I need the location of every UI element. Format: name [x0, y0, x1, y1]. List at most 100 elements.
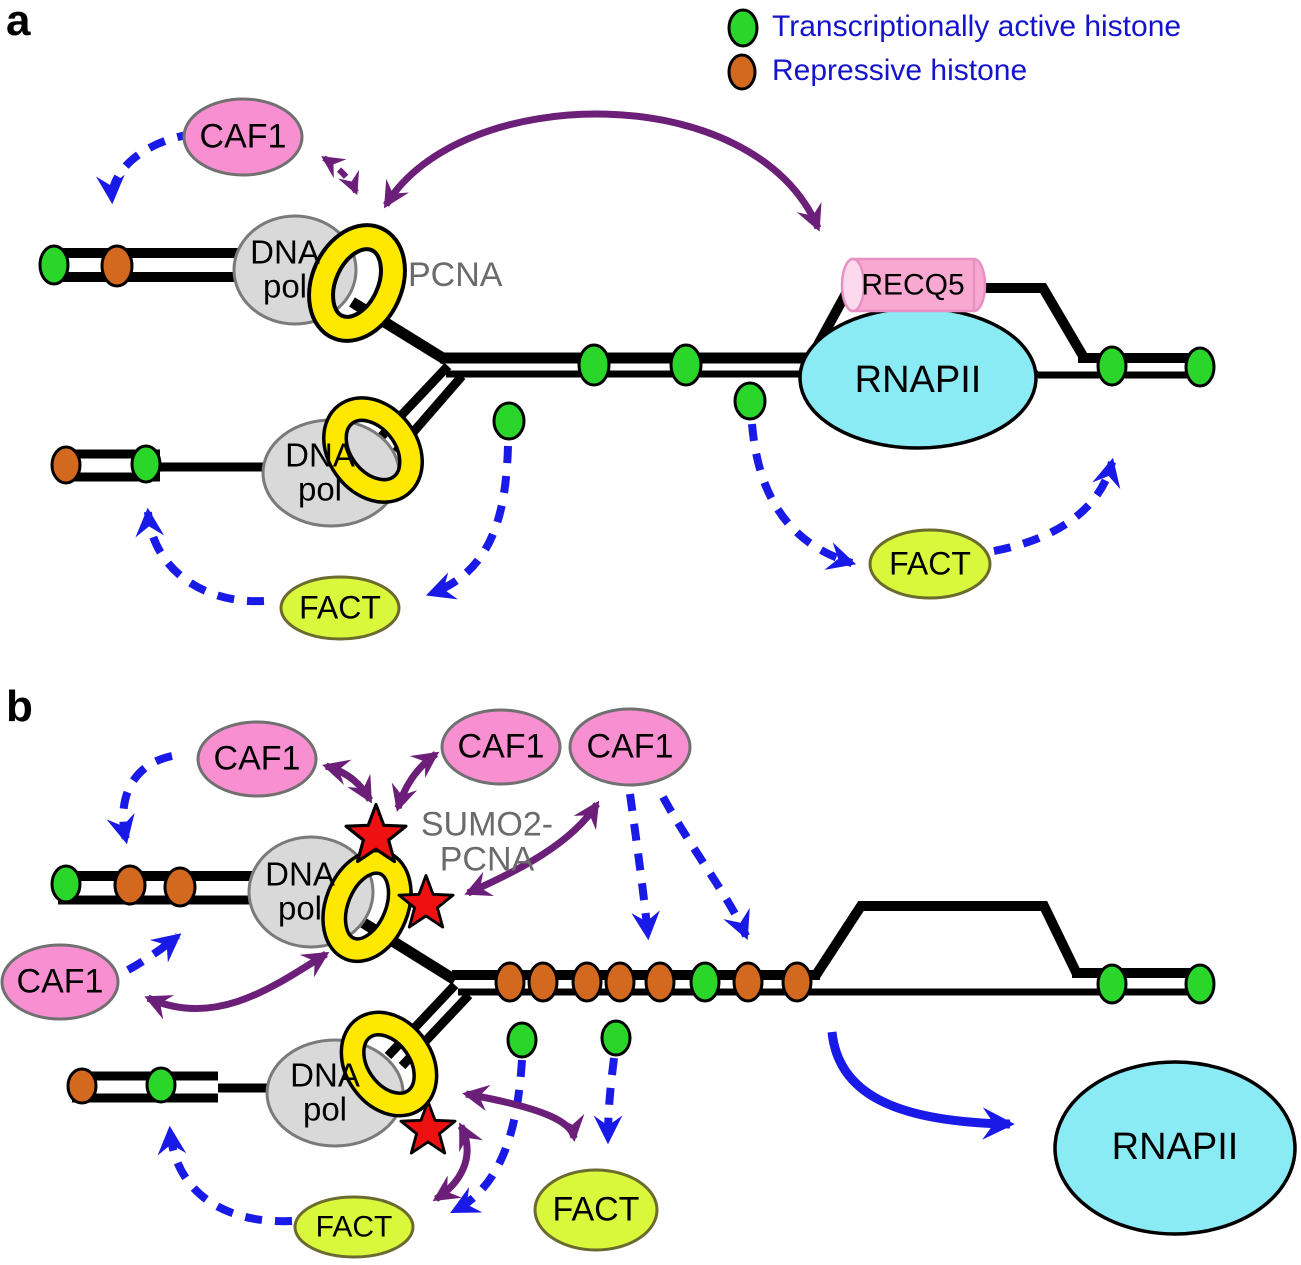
- caf1-label: CAF1: [16, 962, 104, 1001]
- fact-label: FACT: [315, 1210, 393, 1244]
- repressive-histone: [163, 866, 197, 908]
- blue-dashed-arrow-histone-to-fact-2: [593, 1057, 623, 1145]
- fact-protein: [293, 1195, 415, 1259]
- dna-pol-label: DNA pol: [265, 855, 335, 927]
- blue-dashed-arrow-caf1-up-b: [126, 932, 182, 974]
- dna-pol-line2: pol: [302, 1091, 348, 1128]
- dna-pol-line1: DNA: [250, 233, 320, 271]
- pcna-ring-sumo: [321, 848, 413, 964]
- panel-a-artwork: [38, 8, 1216, 641]
- repressive-histone: [527, 961, 559, 1003]
- purple-arrow-star-fact2: [462, 1084, 585, 1142]
- caf1-protein: [568, 707, 692, 787]
- repressive-histone: [644, 961, 676, 1003]
- blue-dashed-arrow-caf1-to-duplex-1: [626, 793, 660, 941]
- repressive-histone: [50, 445, 82, 485]
- repressive-histone: [571, 961, 603, 1003]
- rnapii-label: RNAPII: [854, 359, 982, 402]
- legend-repressive-histone-label: Repressive histone: [772, 54, 1028, 87]
- panel-a-label: a: [6, 0, 31, 45]
- active-histone: [669, 343, 703, 387]
- active-histone-evicted: [733, 381, 767, 421]
- caf1-label: CAF1: [457, 727, 545, 766]
- blue-dashed-arrow-caf1-to-leading-a: [96, 130, 195, 205]
- dna-pol-line1: DNA: [290, 1056, 360, 1094]
- pcna-ring: [322, 396, 424, 504]
- dna-pol-line2: pol: [277, 890, 323, 927]
- caf1-label: CAF1: [213, 739, 301, 778]
- pcna-label: PCNA: [408, 256, 503, 294]
- rnapii-protein: [1053, 1060, 1297, 1236]
- fact-label: FACT: [552, 1190, 640, 1229]
- sumo2-pcna-label: SUMO2- PCNA: [420, 805, 554, 879]
- panel-b-label: b: [6, 682, 33, 731]
- active-histone: [130, 444, 162, 484]
- active-histone: [1184, 963, 1216, 1005]
- active-histone: [689, 961, 721, 1003]
- active-histone-evicted: [506, 1021, 538, 1059]
- active-histone: [145, 1066, 177, 1104]
- dna-pol-line2: pol: [297, 471, 343, 508]
- fact-protein: [533, 1168, 659, 1252]
- caf1-label: CAF1: [586, 727, 674, 766]
- caf1-protein: [182, 97, 304, 177]
- legend-active-histone-swatch: [727, 8, 759, 48]
- caf1-protein: [440, 708, 562, 786]
- dna-pol-label: DNA pol: [250, 233, 320, 305]
- dna-pol-line1: DNA: [265, 855, 335, 893]
- purple-arrow-star-caf1: [464, 800, 600, 897]
- fact-label: FACT: [299, 589, 381, 626]
- sumo2-pcna-line2: PCNA: [439, 841, 535, 879]
- repressive-histone: [494, 961, 526, 1003]
- recq5-protein: [840, 257, 987, 313]
- caf1-label: CAF1: [199, 117, 287, 156]
- dna-pol-line1: DNA: [285, 436, 355, 474]
- active-histone: [38, 244, 70, 286]
- blue-dashed-arrow-caf1-to-duplex-2: [659, 795, 750, 940]
- active-histone: [1096, 963, 1128, 1005]
- active-histone: [50, 864, 82, 904]
- repressive-histone: [100, 244, 134, 288]
- blue-dashed-arrow-histone-to-fact-right-a: [748, 423, 857, 570]
- blue-dashed-arrow-fact-to-lagging-a: [135, 507, 265, 606]
- purple-arrow-pcna-recq5: [383, 110, 822, 232]
- active-histone: [1096, 345, 1128, 387]
- active-histone-evicted: [600, 1019, 632, 1057]
- blue-dashed-arrow-fact-to-transcribed-a: [993, 457, 1121, 555]
- sumo2-pcna-line1: SUMO2-: [420, 805, 554, 844]
- purple-arrow-star-fact1: [432, 1122, 483, 1202]
- purple-dashed-arrow-caf1-pcna-a: [321, 155, 360, 196]
- transcription-bubble-b: [811, 901, 1082, 978]
- dna-pol-line2: pol: [262, 268, 308, 305]
- panel-b-artwork: [0, 707, 1297, 1259]
- legend-repressive-histone-swatch: [727, 53, 757, 91]
- blue-arrow-to-rnapii: [827, 1031, 1015, 1140]
- purple-arrow-caf1-star1: [322, 759, 374, 804]
- pcna-ring-sumo: [339, 1010, 439, 1118]
- repressive-histone: [113, 864, 147, 906]
- blue-dashed-arrow-caf1-to-leading-b: [106, 752, 173, 845]
- blue-dashed-arrow-fact-to-lagging-b: [157, 1125, 293, 1226]
- fact-protein: [868, 528, 992, 600]
- dna-pol-label: DNA pol: [290, 1056, 360, 1128]
- pcna-ring: [307, 223, 407, 343]
- repressive-histone: [66, 1067, 98, 1105]
- recq5-label: RECQ5: [861, 268, 965, 302]
- dna-pol-label: DNA pol: [285, 436, 355, 508]
- active-histone: [1184, 346, 1216, 388]
- active-histone: [577, 343, 611, 387]
- fact-protein: [279, 575, 401, 641]
- repressive-histone: [604, 961, 636, 1003]
- caf1-protein: [0, 943, 120, 1021]
- repressive-histone: [781, 961, 813, 1003]
- purple-arrow-caf1-star2: [391, 751, 440, 812]
- repressive-histone: [732, 961, 764, 1003]
- purple-arrow-caf1-pcna-b: [144, 951, 330, 1020]
- legend-active-histone-label: Transcriptionally active histone: [772, 10, 1182, 43]
- blue-dashed-arrow-histone-to-fact-left-a: [425, 445, 512, 600]
- caf1-protein: [196, 720, 318, 798]
- rnapii-label: RNAPII: [1111, 1126, 1239, 1169]
- active-histone-evicted: [492, 401, 526, 441]
